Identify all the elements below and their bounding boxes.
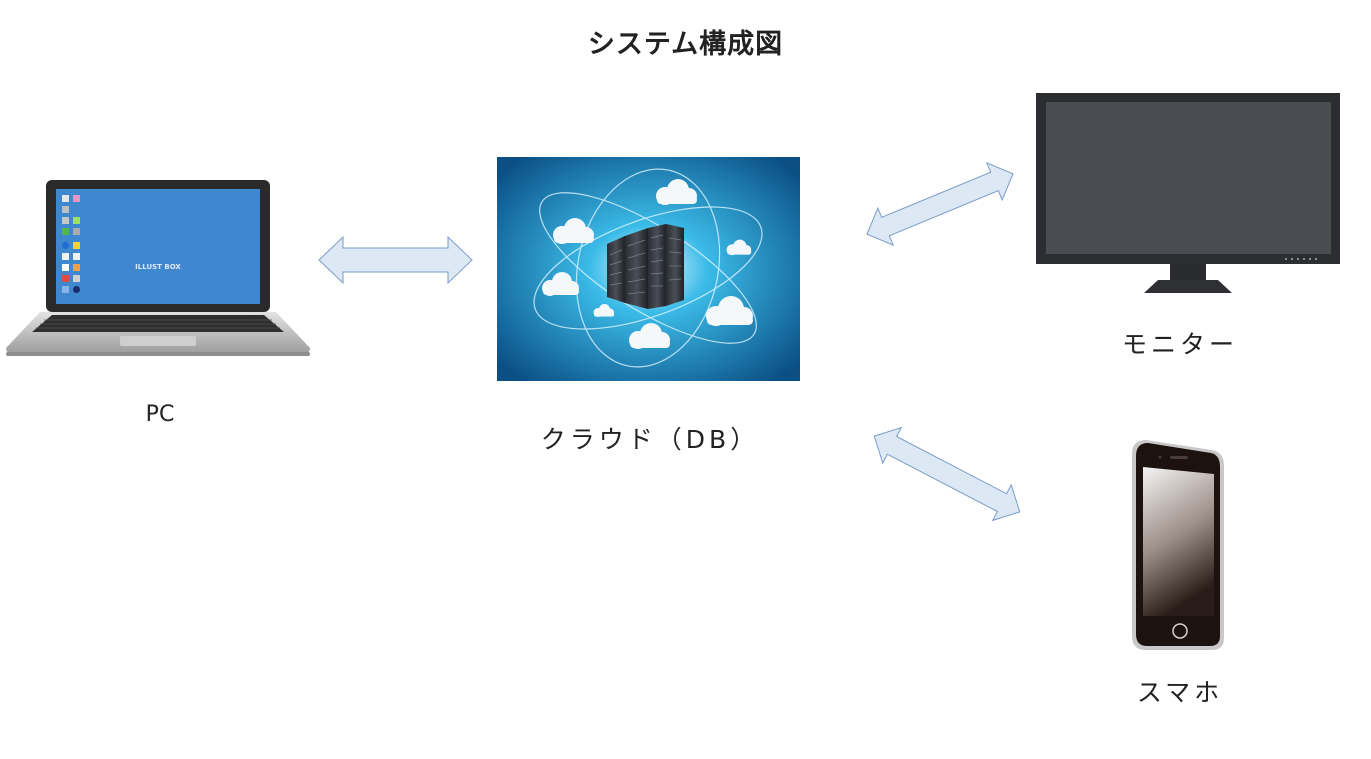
desktop-icons (62, 195, 80, 293)
laptop-pc-image: ILLUST BOX (6, 180, 310, 356)
server-rack-icon (607, 224, 684, 309)
arrow-cloud-monitor (866, 162, 1014, 246)
arrow-cloud-phone (873, 426, 1021, 522)
smartphone-screen (1143, 467, 1214, 616)
arrow-pc-cloud (318, 235, 473, 285)
smartphone-label: スマホ (1136, 678, 1224, 707)
laptop-screen-text: ILLUST BOX (135, 263, 181, 271)
cloud-shapes (542, 179, 753, 349)
pc-label: PC (145, 402, 175, 427)
smartphone-image (1132, 440, 1224, 650)
laptop-screen (56, 189, 260, 304)
cloud-db-label: クラウド（DB） (540, 425, 760, 454)
monitor-label: モニター (1121, 330, 1238, 359)
diagram-title: システム構成図 (587, 29, 784, 60)
home-button-icon (1172, 623, 1188, 639)
monitor-screen (1046, 102, 1331, 254)
monitor-image (1036, 93, 1340, 293)
connection-arrows (318, 162, 1021, 522)
cloud-db-image (497, 157, 800, 381)
